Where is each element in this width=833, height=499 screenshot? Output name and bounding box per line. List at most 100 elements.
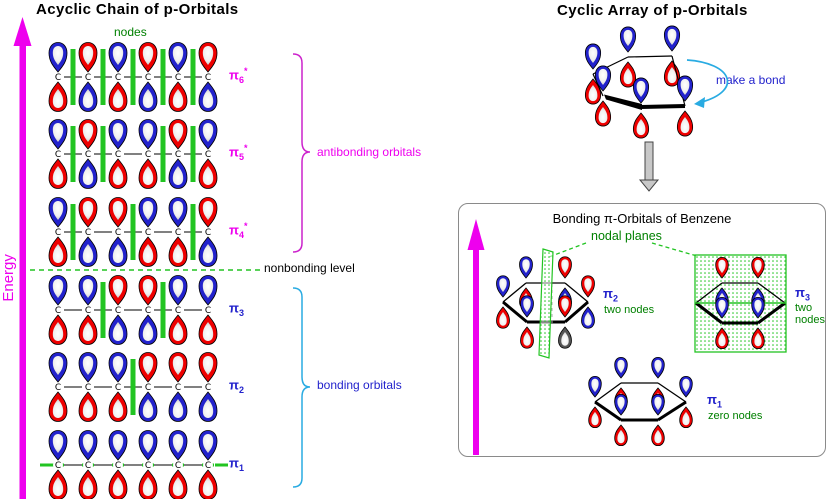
carbon-atom-symbol: C [55, 73, 61, 83]
orbital-lobe [78, 430, 98, 461]
orbital-lobe [48, 314, 68, 345]
node-bar [160, 126, 166, 182]
antibonding-brace [292, 53, 311, 253]
bonding-orbitals-label: bonding orbitals [317, 378, 402, 392]
orbital-lobe [48, 352, 68, 383]
carbon-atom [83, 305, 93, 315]
pi-symbol: π [229, 144, 239, 160]
carbon-atom [203, 72, 213, 82]
carbon-atom-symbol: C [145, 228, 151, 238]
p-orbital [48, 119, 68, 189]
orbital-lobe [632, 77, 650, 104]
p-orbital [614, 393, 628, 447]
orbital-lobe [48, 119, 68, 150]
orbital-lobe [198, 391, 218, 422]
orbital-lobe [48, 275, 68, 306]
orbital-lobe [108, 391, 128, 422]
carbon-atom-symbol: C [115, 461, 121, 471]
orbital-lobe [138, 352, 158, 383]
level-label-pi6-star: π6* [229, 66, 247, 85]
pi-subscript: 2 [612, 293, 618, 304]
orbital-lobe [138, 119, 158, 150]
benzene-pi1-note: zero nodes [708, 410, 763, 422]
carbon-atom [113, 305, 123, 315]
carbon-atom-symbol: C [175, 228, 181, 238]
nodal-plane-pi2 [538, 248, 554, 359]
orbital-lobe [48, 236, 68, 267]
orbital-lobe [663, 60, 681, 87]
node-bar [70, 204, 76, 260]
carbon-atom [113, 72, 123, 82]
cyclic-array [584, 25, 729, 139]
p-orbital [558, 295, 572, 349]
nonbonding-level-label: nonbonding level [264, 261, 355, 275]
orbital-lobe [632, 112, 650, 139]
pi-subscript: 3 [804, 292, 810, 303]
p-orbital [198, 352, 218, 422]
carbon-atom-symbol: C [115, 73, 121, 83]
orbital-lobe [614, 393, 628, 416]
p-orbital [168, 42, 188, 112]
carbon-atom-symbol: C [85, 73, 91, 83]
orbital-lobe [138, 430, 158, 461]
carbon-atom [203, 305, 213, 315]
ring-bond [695, 282, 723, 304]
pi-symbol: π [229, 67, 239, 83]
orbital-lobe [108, 469, 128, 499]
orbital-lobe [168, 236, 188, 267]
carbon-atom [53, 460, 63, 470]
orbital-lobe [78, 197, 98, 228]
orbital-lobe [588, 406, 602, 429]
orbital-lobe [138, 236, 158, 267]
orbital-lobe [78, 236, 98, 267]
ring-bond [657, 400, 687, 422]
p-orbital [48, 42, 68, 112]
benzene-pi1 [588, 356, 693, 447]
orbital-lobe [519, 256, 533, 279]
pi-symbol: π [229, 222, 239, 238]
orbital-lobe [663, 25, 681, 52]
carbon-atom-symbol: C [175, 383, 181, 393]
orbital-lobe [108, 81, 128, 112]
orbital-lobe [78, 275, 98, 306]
carbon-atom [113, 382, 123, 392]
p-orbital [108, 352, 128, 422]
orbital-lobe [78, 119, 98, 150]
orbital-lobe [138, 197, 158, 228]
p-orbital [651, 393, 665, 447]
carbon-atom [203, 149, 213, 159]
carbon-atom-symbol: C [145, 383, 151, 393]
ring-bond [627, 55, 673, 58]
ring-bond [657, 382, 687, 403]
orbital-lobe [168, 391, 188, 422]
end-node-mark [215, 463, 228, 467]
node-bar [100, 49, 106, 105]
orbital-lobe [198, 275, 218, 306]
pi-star: * [243, 221, 248, 231]
p-orbital [48, 197, 68, 267]
p-orbital [520, 295, 534, 349]
p-orbital [78, 275, 98, 345]
carbon-atom-symbol: C [85, 461, 91, 471]
ring-bond-bold [640, 104, 686, 109]
carbon-atom [113, 460, 123, 470]
orbital-lobe [78, 314, 98, 345]
orbital-lobe [198, 236, 218, 267]
orbital-lobe [679, 406, 693, 429]
orbital-lobe [168, 275, 188, 306]
ring-bond [757, 282, 786, 304]
orbital-lobe [108, 430, 128, 461]
ring-bond [502, 300, 528, 324]
carbon-atom [173, 460, 183, 470]
benzene-pi3-note: two nodes [795, 302, 825, 326]
benzene-box-title: Bonding π-Orbitals of Benzene [552, 211, 732, 226]
orbital-lobe [48, 469, 68, 499]
carbon-atom [53, 149, 63, 159]
node-bar [100, 126, 106, 182]
orbital-lobe [619, 61, 637, 88]
carbon-atom-symbol: C [115, 150, 121, 160]
pi-symbol: π [229, 377, 239, 393]
level-label-pi2: π2 [229, 377, 244, 395]
